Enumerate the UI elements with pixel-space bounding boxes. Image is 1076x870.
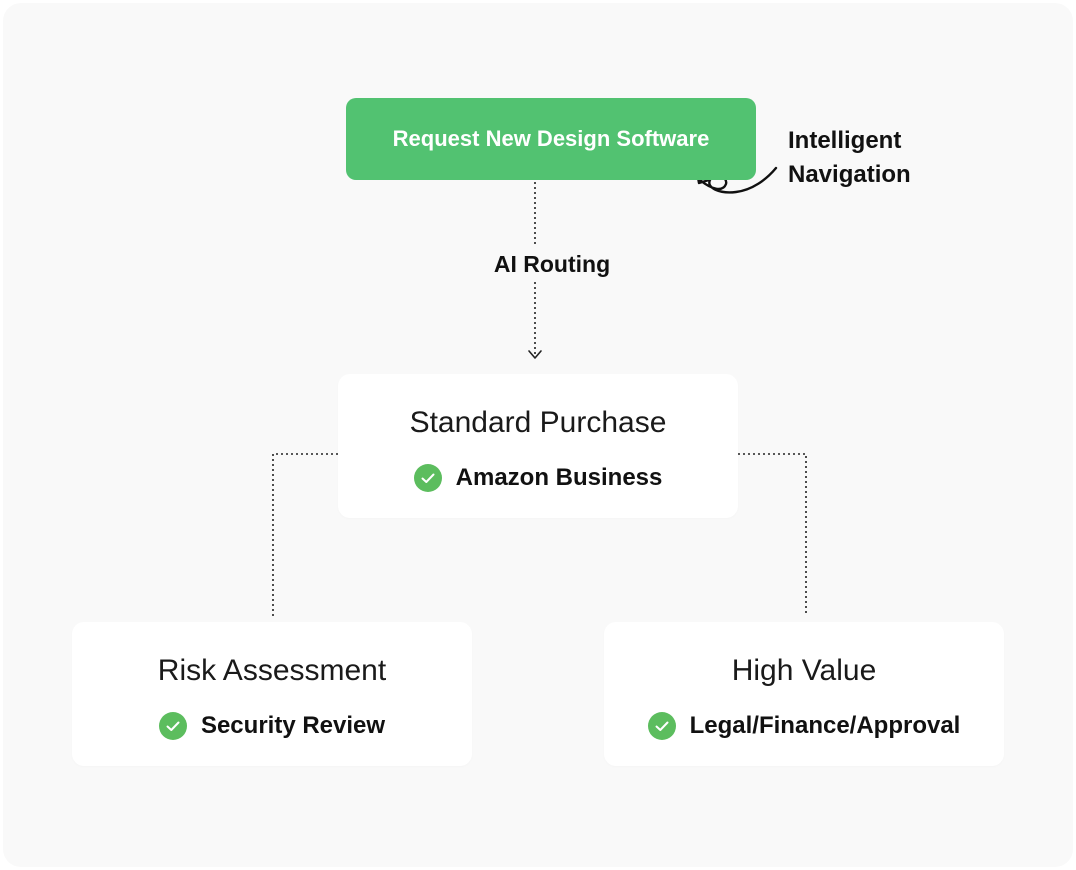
node-check-row: Legal/Finance/Approval <box>604 711 1004 741</box>
high-value-node[interactable]: High Value Legal/Finance/Approval <box>604 622 1004 766</box>
check-circle-icon <box>413 464 442 492</box>
node-check-label: Amazon Business <box>455 464 663 491</box>
node-title: Risk Assessment <box>157 654 387 687</box>
standard-purchase-node[interactable]: Standard Purchase Amazon Business <box>338 374 738 518</box>
intelligent-navigation-callout: Intelligent Navigation <box>788 124 911 192</box>
node-check-label: Security Review <box>200 712 386 739</box>
check-circle-icon <box>158 712 187 740</box>
risk-assessment-node[interactable]: Risk Assessment Security Review <box>72 622 472 766</box>
node-check-row: Amazon Business <box>338 463 738 493</box>
node-title: High Value <box>731 654 877 687</box>
check-circle-icon <box>647 712 676 740</box>
node-title: Standard Purchase <box>409 406 667 439</box>
callout-line-1: Intelligent <box>788 127 902 154</box>
ai-routing-label: AI Routing <box>470 247 634 281</box>
request-new-design-software-button[interactable]: Request New Design Software <box>346 98 756 180</box>
callout-line-2: Navigation <box>788 161 911 188</box>
node-check-label: Legal/Finance/Approval <box>689 712 961 739</box>
node-check-row: Security Review <box>72 711 472 741</box>
